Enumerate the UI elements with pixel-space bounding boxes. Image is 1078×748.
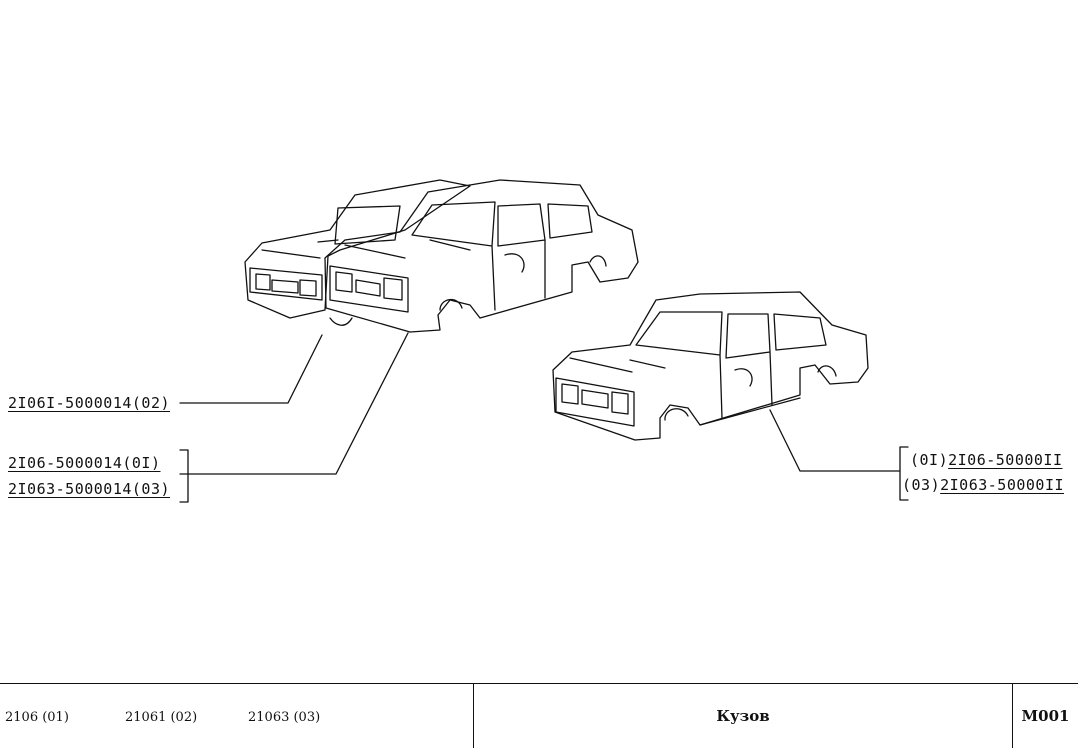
callout-label-21061: 2I06I-5000014(02)	[8, 394, 170, 412]
callout-label-shell-21063: (03)2I063-50000II	[902, 476, 1064, 494]
section-code: M001	[1021, 707, 1070, 725]
part-number-21063: 2I063-5000014(03)	[8, 480, 171, 498]
part-number-21061: 2I06I-5000014(02)	[8, 394, 171, 412]
model-2106: 2106 (01)	[5, 710, 69, 725]
car-body-main-variant	[324, 179, 639, 333]
model-21063: 21063 (03)	[248, 710, 321, 725]
callout-label-shell-2106: (0I)2I06-50000II	[910, 451, 1063, 469]
model-list: 2106 (01) 21061 (02) 21063 (03)	[0, 684, 474, 748]
variant-prefix-01: (0I)	[910, 451, 949, 469]
car-body-rear-variant	[244, 179, 471, 326]
model-21061: 21061 (02)	[125, 710, 198, 725]
car-body-shell-assembly	[552, 291, 869, 441]
title-block: 2106 (01) 21061 (02) 21063 (03) Кузов M0…	[0, 683, 1078, 748]
leader-lines	[179, 332, 909, 503]
part-number-shell-2106: 2I06-50000II	[948, 451, 1063, 469]
callout-label-2106: 2I06-5000014(0I)	[8, 454, 161, 472]
part-number-2106: 2I06-5000014(0I)	[8, 454, 161, 472]
section-title: Кузов	[474, 684, 1013, 748]
callout-label-21063: 2I063-5000014(03)	[8, 480, 170, 498]
variant-prefix-03: (03)	[902, 476, 941, 494]
part-number-shell-21063: 2I063-50000II	[940, 476, 1065, 494]
